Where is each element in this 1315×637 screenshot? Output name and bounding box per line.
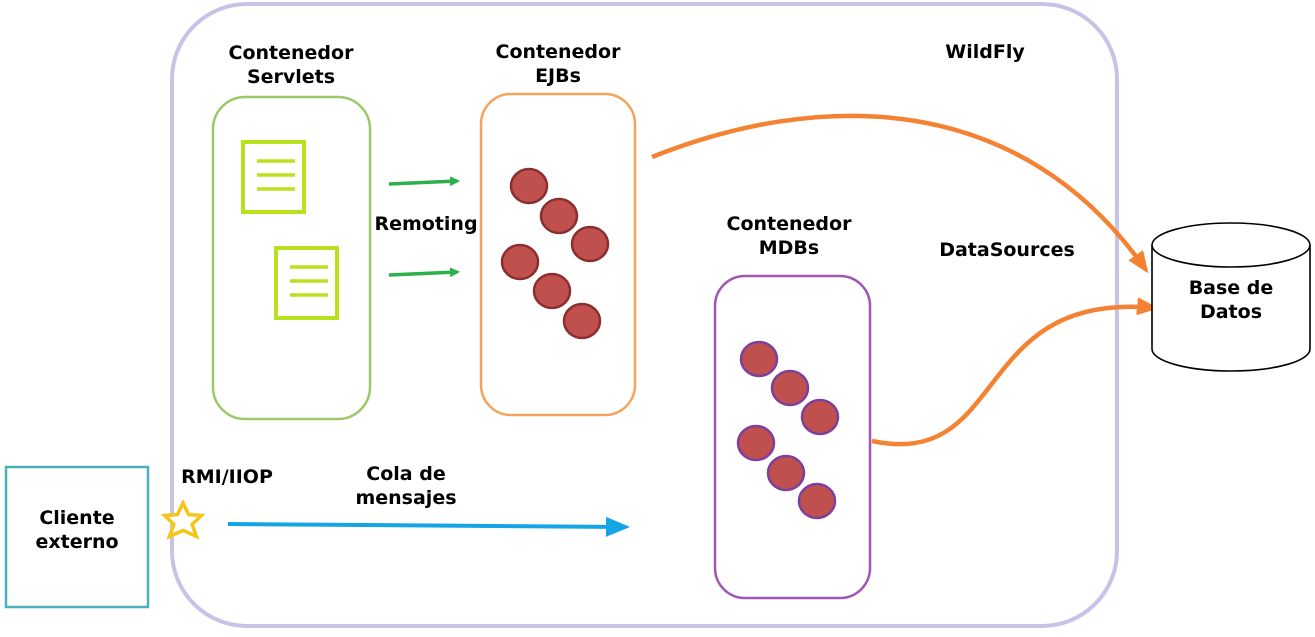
ejb-bean	[500, 243, 540, 281]
mdbs-container	[713, 274, 872, 600]
remoting-arrow	[388, 267, 460, 278]
mdb-datasource-arrow	[871, 297, 1159, 447]
star-icon	[160, 498, 206, 540]
ejb-datasource-arrow	[651, 113, 1149, 274]
ejb-bean	[532, 272, 572, 310]
ejb-bean	[539, 197, 579, 235]
document-icon	[274, 246, 339, 320]
mdb-bean	[800, 398, 840, 436]
document-icon	[241, 140, 306, 214]
servlets-container	[211, 95, 372, 421]
mdb-bean	[739, 340, 779, 378]
wildfly-container	[170, 2, 1119, 628]
mdb-bean	[766, 454, 806, 492]
remoting-arrow	[388, 176, 460, 187]
ejb-bean	[562, 302, 602, 340]
mdb-bean	[736, 424, 776, 462]
wildfly-title: WildFly	[945, 41, 1025, 63]
mdb-bean	[770, 369, 810, 407]
rmi-iiop-label: RMI/IIOP	[181, 466, 273, 488]
ejb-bean	[509, 167, 549, 205]
remoting-label: Remoting	[374, 213, 478, 235]
queue-arrow	[227, 516, 630, 537]
ejb-bean	[570, 225, 610, 263]
database-cylinder	[1151, 222, 1311, 372]
mdb-bean	[797, 482, 837, 520]
datasources-label: DataSources	[939, 239, 1075, 261]
ejbs-container	[479, 92, 637, 417]
client-box	[4, 465, 150, 609]
